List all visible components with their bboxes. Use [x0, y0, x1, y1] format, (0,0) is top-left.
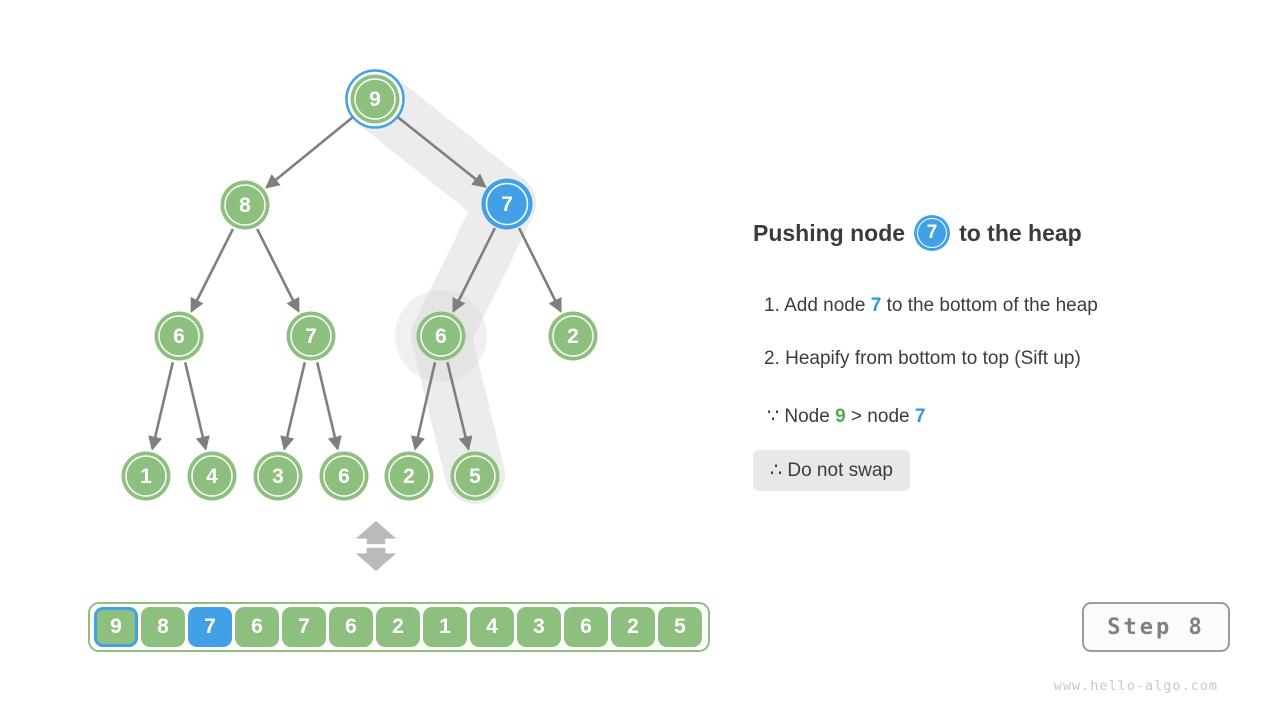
array-cell: 6 — [564, 607, 608, 647]
array-cell: 8 — [141, 607, 185, 647]
panel-title: Pushing node 7 to the heap — [753, 211, 1082, 255]
because-pre: ∵ Node — [767, 406, 836, 427]
tree-node: 2 — [548, 311, 598, 361]
tree-edge — [410, 362, 437, 451]
tree-node: 7 — [286, 311, 336, 361]
tree-node: 4 — [187, 451, 237, 501]
title-node-value: 7 — [926, 222, 938, 243]
heap-tree-diagram: 9 8 7 6 7 6 2 — [121, 69, 598, 504]
step-1-node-value: 7 — [870, 295, 882, 316]
because-blue-value: 7 — [914, 406, 926, 427]
tree-edge — [256, 228, 300, 313]
site-watermark-text: www.hello-algo.com — [1053, 678, 1218, 694]
tree-node: 1 — [121, 451, 171, 501]
step-1-post: to the bottom of the heap — [881, 295, 1098, 316]
array-cell: 1 — [423, 607, 467, 647]
tree-node-value: 9 — [369, 88, 381, 111]
tree-edges — [148, 114, 562, 451]
tree-node: 6 — [416, 311, 466, 361]
tree-node: 5 — [450, 451, 500, 501]
swap-double-arrow-icon — [355, 521, 397, 571]
step-1-pre: 1. Add node — [764, 295, 871, 316]
tree-edge — [190, 228, 235, 313]
because-line: ∵ Node 9 > node 7 — [767, 405, 925, 428]
tree-node: 6 — [319, 451, 369, 501]
tree-node-value: 3 — [272, 465, 284, 488]
array-cell: 2 — [376, 607, 420, 647]
array-cell: 3 — [517, 607, 561, 647]
tree-node-value: 8 — [239, 194, 251, 217]
because-green-value: 9 — [835, 406, 846, 427]
tree-edge — [315, 362, 342, 451]
tree-node: 3 — [253, 451, 303, 501]
tree-node: 6 — [154, 311, 204, 361]
tree-edge — [517, 227, 562, 313]
tree-edge — [280, 362, 307, 451]
tree-node: 2 — [384, 451, 434, 501]
heap-array: 9 8 7 6 7 6 2 1 4 3 6 2 5 — [88, 602, 710, 652]
tree-node-value: 2 — [403, 465, 415, 488]
tree-node-new: 7 — [481, 178, 533, 230]
step-2-line: 2. Heapify from bottom to top (Sift up) — [764, 347, 1081, 370]
tree-edge — [148, 362, 175, 451]
tree-node-root-highlighted: 9 — [345, 69, 405, 129]
panel-title-suffix: to the heap — [959, 219, 1082, 246]
tree-node-value: 6 — [435, 325, 447, 348]
array-cell: 7 — [282, 607, 326, 647]
tree-node-value: 7 — [305, 325, 317, 348]
tree-edge — [452, 227, 497, 313]
tree-edge — [265, 115, 355, 189]
tree-edge — [183, 362, 210, 451]
array-cell: 6 — [235, 607, 279, 647]
array-cell: 7 — [188, 607, 232, 647]
tree-node-value: 4 — [206, 465, 218, 488]
step-counter-label: Step 8 — [1107, 614, 1205, 640]
tree-edge — [446, 361, 473, 451]
conclusion-box: ∴ Do not swap — [753, 450, 910, 491]
step-1-line: 1. Add node 7 to the bottom of the heap — [764, 294, 1098, 317]
tree-node-value: 1 — [140, 465, 152, 488]
tree-node-value: 7 — [501, 193, 513, 216]
array-cell: 5 — [658, 607, 702, 647]
tree-node-value: 5 — [469, 465, 481, 488]
panel-title-prefix: Pushing node — [753, 219, 906, 246]
array-cell: 6 — [329, 607, 373, 647]
title-node-badge: 7 — [914, 215, 951, 251]
tree-node: 8 — [220, 180, 270, 230]
tree-node-value: 2 — [567, 325, 579, 348]
step-counter-badge: Step 8 — [1082, 602, 1230, 652]
array-cell: 4 — [470, 607, 514, 647]
tree-node-value: 6 — [173, 325, 185, 348]
site-watermark: www.hello-algo.com — [1054, 678, 1218, 694]
array-cell: 2 — [611, 607, 655, 647]
array-cell: 9 — [94, 607, 138, 647]
because-mid: > node — [845, 406, 915, 427]
step-2-text: 2. Heapify from bottom to top (Sift up) — [764, 348, 1081, 369]
conclusion-text: ∴ Do not swap — [770, 460, 893, 481]
sift-path-highlight-band — [345, 69, 536, 504]
tree-node-value: 6 — [338, 465, 350, 488]
tree-edge — [395, 114, 487, 188]
